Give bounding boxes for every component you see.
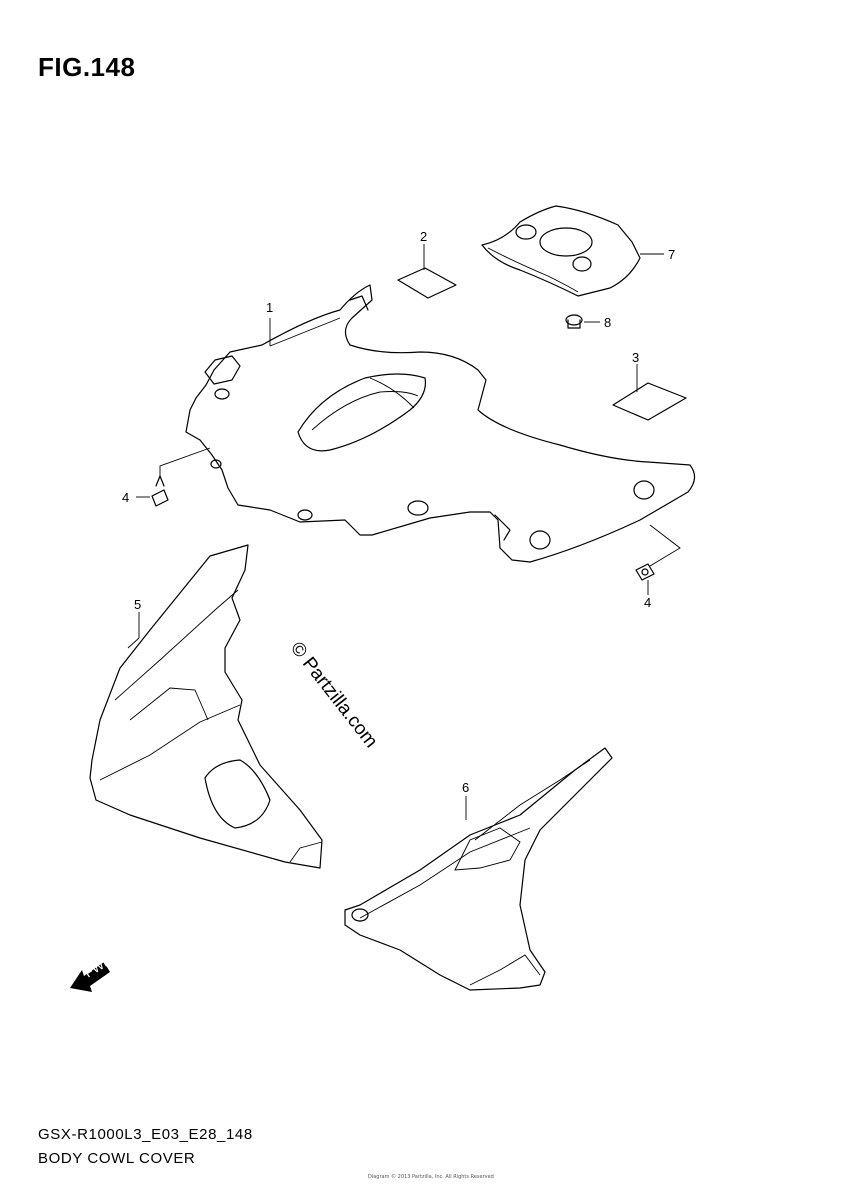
part-1-body-cowl[interactable]	[185, 284, 696, 563]
part-7-upper-cover[interactable]	[481, 205, 641, 297]
callout-7: 7	[668, 247, 675, 262]
figure-title: FIG.148	[38, 52, 136, 82]
part-8-screw[interactable]	[565, 314, 583, 329]
forward-direction-arrow: FWD	[70, 952, 115, 992]
callout-1: 1	[266, 300, 273, 315]
partzilla-watermark: © Partzilla.com	[286, 638, 381, 752]
callout-4-left: 4	[122, 490, 129, 505]
callout-3: 3	[632, 350, 639, 365]
part-4-clip-left[interactable]	[151, 475, 169, 507]
leader-lines	[127, 244, 681, 820]
diagram-caption: BODY COWL COVER	[38, 1150, 196, 1167]
callout-8: 8	[604, 315, 611, 330]
part-6-right-panel[interactable]	[344, 747, 613, 991]
callout-2: 2	[420, 229, 427, 244]
callout-6: 6	[462, 780, 469, 795]
part-5-left-panel[interactable]	[89, 544, 323, 869]
part-2-pad[interactable]	[397, 267, 457, 299]
copyright-fine-print: Diagram © 2013 Partzilla, Inc. All Right…	[368, 1174, 494, 1180]
part-3-pad[interactable]	[612, 382, 687, 421]
callout-5: 5	[134, 597, 141, 612]
model-code: GSX-R1000L3_E03_E28_148	[38, 1126, 253, 1143]
part-4-clip-right[interactable]	[635, 563, 655, 581]
callout-4-right: 4	[644, 595, 651, 610]
